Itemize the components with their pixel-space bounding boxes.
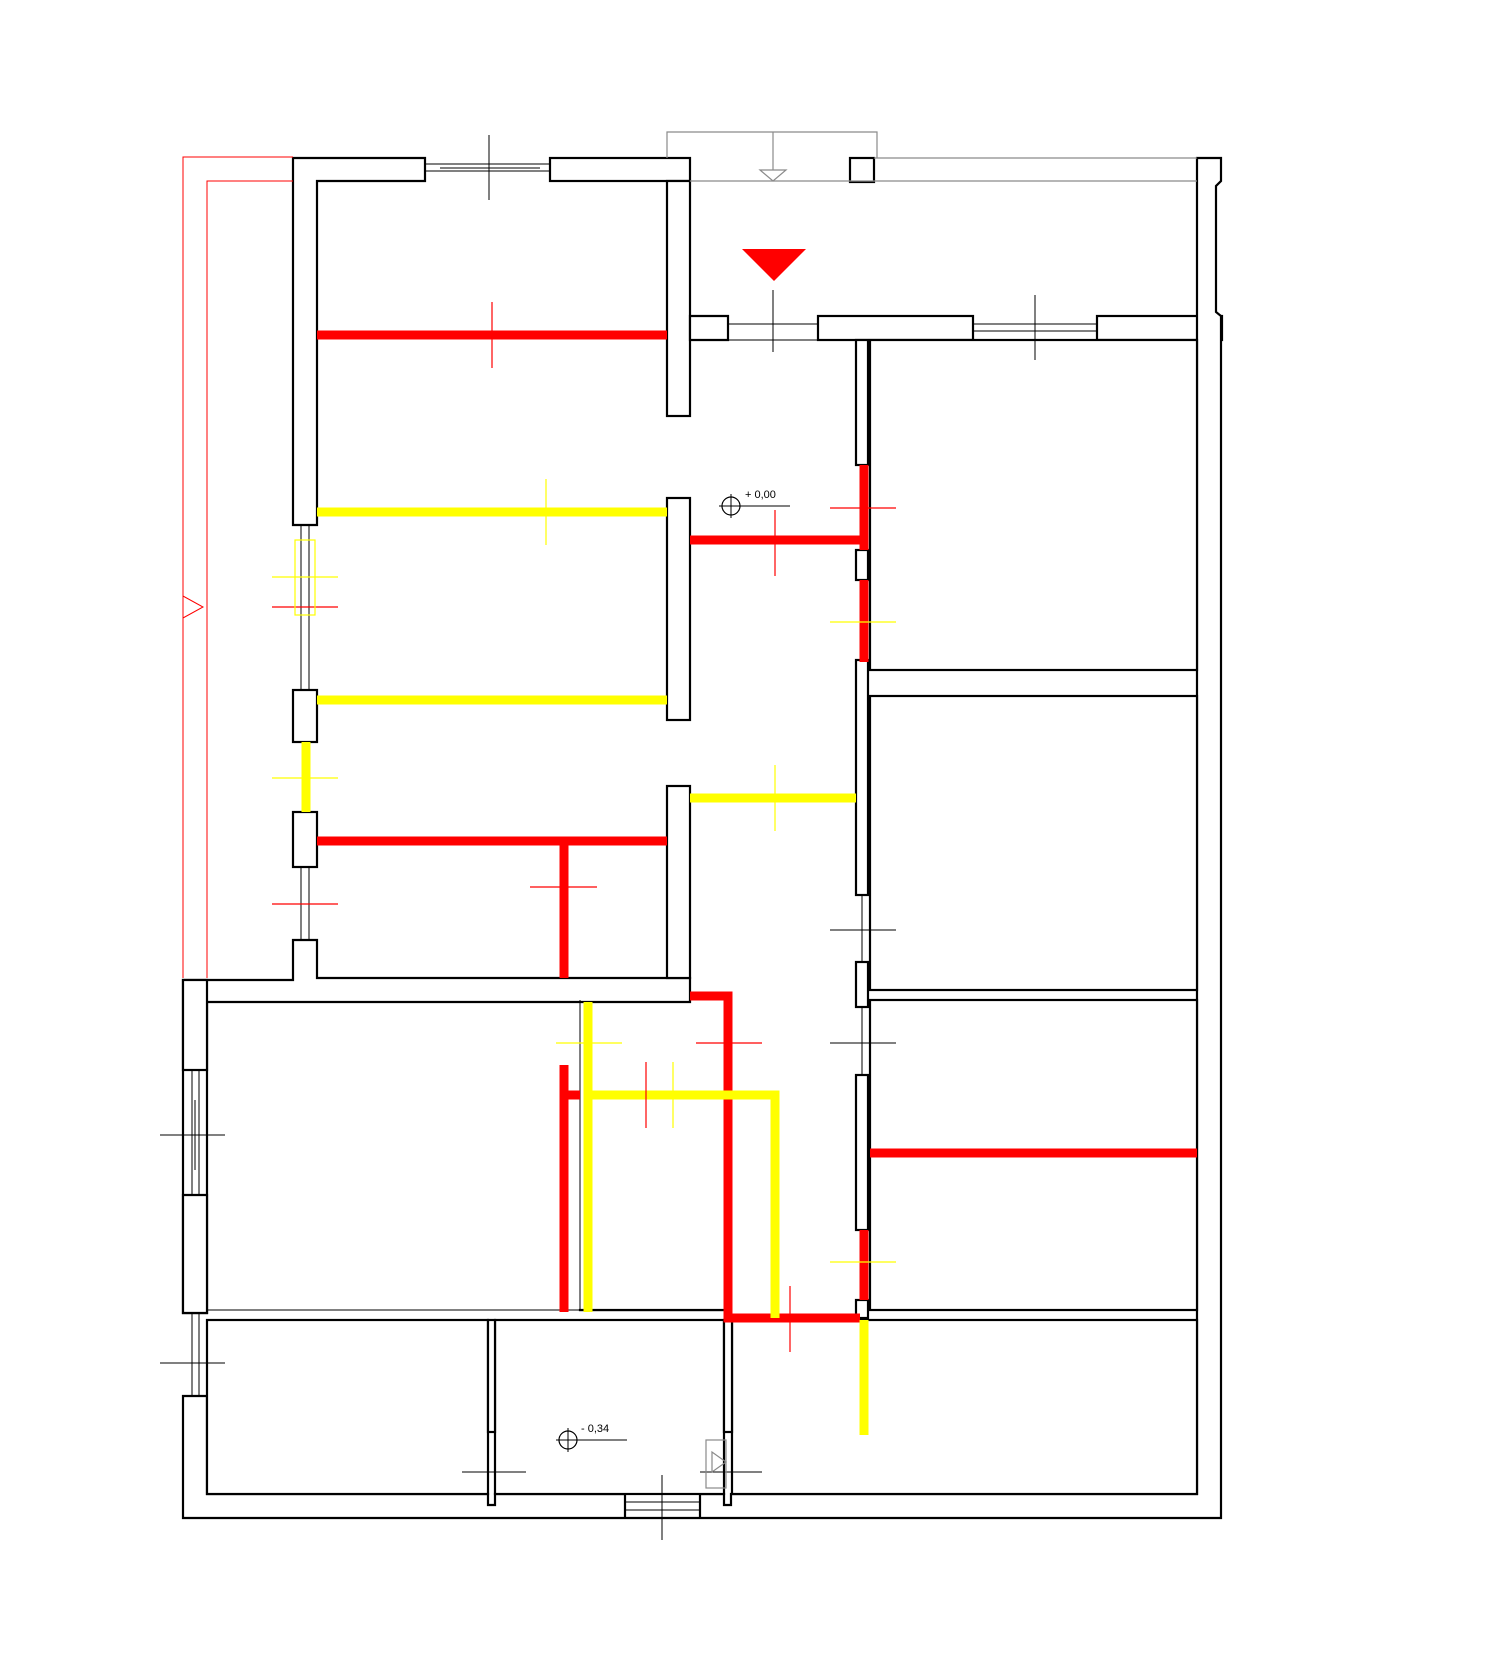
wall-segment xyxy=(854,548,870,582)
exterior-route xyxy=(182,156,293,978)
wall-segment xyxy=(688,314,730,342)
route-arrow-icon xyxy=(182,595,205,619)
wall-segment xyxy=(848,156,876,184)
wall-segment xyxy=(548,156,692,183)
wall-segment xyxy=(665,784,692,980)
windows xyxy=(160,135,1098,1540)
route-line xyxy=(206,180,293,978)
route-line xyxy=(182,156,293,978)
level-marker-main: + 0,00 xyxy=(719,489,790,518)
section-ticks xyxy=(272,302,896,1352)
wall-segment xyxy=(665,496,692,722)
wall-segment xyxy=(854,338,870,467)
wall-segment xyxy=(854,1073,870,1232)
main-entrance-marker-icon xyxy=(742,249,806,281)
yellow-section-lines xyxy=(301,507,869,1435)
window xyxy=(424,163,551,172)
porch-outline xyxy=(666,131,1197,1489)
wall-segment xyxy=(854,960,870,1009)
entrance-arrow-icon xyxy=(711,1450,728,1474)
room-outline xyxy=(730,1318,1199,1496)
level-marker-lower: - 0,34 xyxy=(556,1423,627,1452)
wall-segment xyxy=(486,1318,497,1434)
wall-segment xyxy=(665,179,692,418)
porch-step xyxy=(705,1439,727,1489)
room-outline xyxy=(493,1318,726,1496)
window xyxy=(191,1069,200,1196)
yellow-window-frame xyxy=(294,539,316,616)
porch-edge xyxy=(666,131,878,158)
wall-segment xyxy=(816,314,975,342)
window xyxy=(191,1312,200,1397)
yellow-section-line xyxy=(588,1090,780,1318)
level-label-lower: - 0,34 xyxy=(581,1423,609,1435)
room-outline xyxy=(868,694,1199,992)
wall-segment xyxy=(854,658,870,897)
outer-wall-north xyxy=(291,156,427,527)
room-outline xyxy=(205,1318,490,1496)
outer-wall-east xyxy=(181,156,1223,1520)
red-section-line xyxy=(690,991,860,1323)
entrance-arrow-icon xyxy=(758,169,788,182)
wall-segment xyxy=(291,810,319,869)
wall-segment xyxy=(181,978,209,1072)
wall-segment xyxy=(291,688,319,744)
outer-wall xyxy=(181,938,692,1315)
wall-segment xyxy=(181,1193,209,1315)
wall-segment xyxy=(722,1318,734,1434)
level-label-main: + 0,00 xyxy=(745,489,776,501)
room-outline xyxy=(868,338,1199,672)
